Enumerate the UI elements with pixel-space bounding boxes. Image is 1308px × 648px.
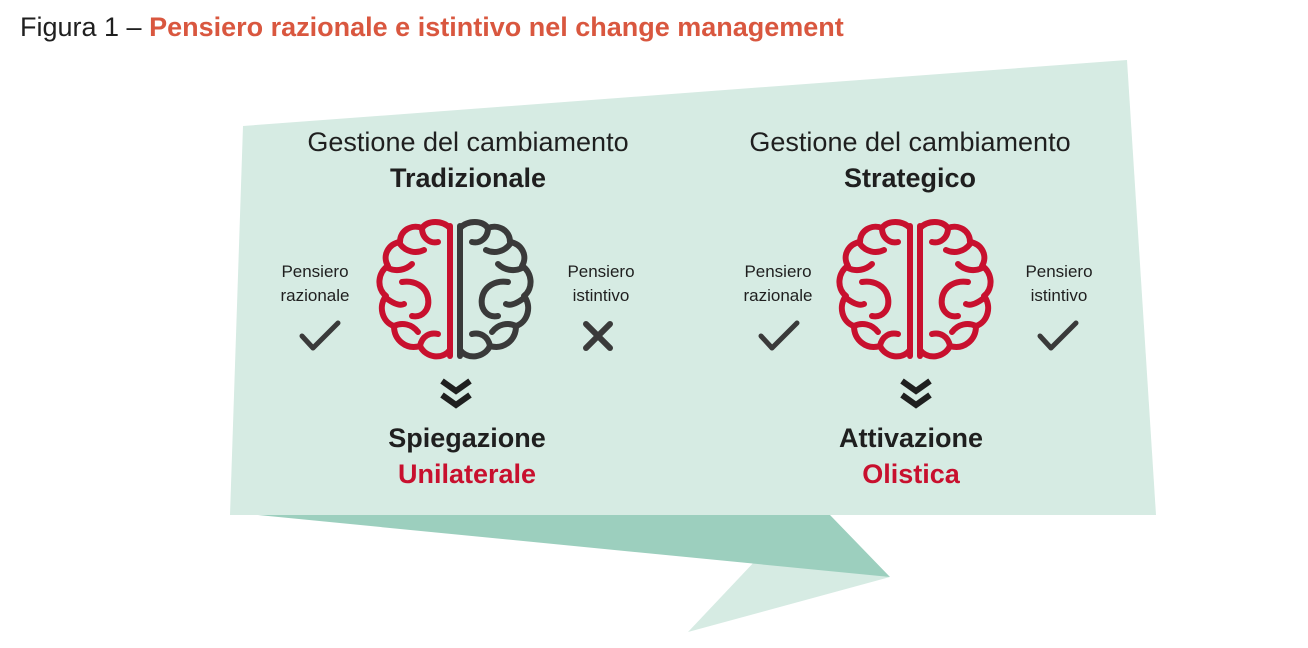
double-chevron-down-icon [900, 378, 932, 409]
result-line1: Attivazione [838, 423, 984, 453]
panel-strategic-heading: Gestione del cambiamento Strategico [700, 124, 1120, 196]
panel-traditional-result: Spiegazione Unilaterale [287, 420, 647, 492]
left-label-rational: Pensiero razionale [743, 262, 813, 305]
check-icon [758, 320, 800, 351]
panel-heading-line1: Gestione del cambiamento [749, 127, 1071, 157]
right-label-instinctive: Pensiero istintivo [567, 262, 635, 305]
panel-traditional-heading: Gestione del cambiamento Tradizionale [258, 124, 678, 196]
result-line2: Olistica [862, 459, 960, 489]
left-label-rational: Pensiero razionale [280, 262, 350, 305]
ribbon-fold [258, 515, 890, 577]
figure-title-highlight: Pensiero razionale e istintivo nel chang… [149, 12, 844, 42]
panel-heading-line2: Strategico [843, 163, 977, 193]
result-line1: Spiegazione [388, 423, 546, 453]
brain-icon [836, 219, 994, 360]
panel-strategic-result: Attivazione Olistica [731, 420, 1091, 492]
cross-icon [583, 321, 613, 351]
panel-heading-line2: Tradizionale [389, 163, 547, 193]
figure-title: Figura 1 – Pensiero razionale e istintiv… [20, 10, 844, 44]
check-icon [299, 320, 341, 351]
ribbon-lower-flap [688, 560, 890, 632]
brain-icon [376, 219, 534, 360]
panel-heading-line1: Gestione del cambiamento [307, 127, 629, 157]
result-line2: Unilaterale [397, 459, 537, 489]
right-label-instinctive: Pensiero istintivo [1025, 262, 1093, 305]
figure-title-prefix: Figura 1 – [20, 12, 150, 42]
double-chevron-down-icon [440, 378, 472, 409]
check-icon [1037, 320, 1079, 351]
